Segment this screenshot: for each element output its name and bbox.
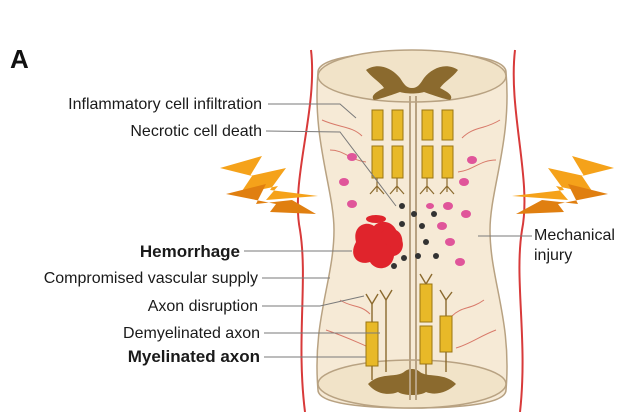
axon-segment xyxy=(421,109,434,141)
label-myelinated-axon: Myelinated axon xyxy=(128,347,260,366)
outer-vessel-right xyxy=(512,49,526,412)
label-mechanical-injury-line2: injury xyxy=(534,247,572,264)
myelinated-axon-segment xyxy=(365,321,379,367)
hemorrhage xyxy=(353,215,403,269)
leader-lines xyxy=(244,103,532,358)
lower-axon-lines xyxy=(365,273,453,380)
top-grey-matter xyxy=(366,66,458,100)
outer-vessel-left xyxy=(296,49,314,412)
lightning-bolt-right-icon xyxy=(512,156,614,214)
bottom-grey-matter xyxy=(368,369,456,395)
upper-axons xyxy=(371,109,454,179)
lightning-bolt-left-icon xyxy=(220,156,318,214)
top-cross-section xyxy=(317,49,507,103)
label-axon-disruption: Axon disruption xyxy=(148,298,258,315)
necrotic-cells xyxy=(391,203,439,269)
axon-segment xyxy=(371,109,384,141)
axon-segment xyxy=(419,325,433,365)
interior-vessels xyxy=(321,119,501,349)
panel-letter: A xyxy=(10,44,29,74)
label-inflammatory-cell-infiltration: Inflammatory cell infiltration xyxy=(68,96,262,113)
axon-disruption-tips xyxy=(365,289,393,305)
axon-segment xyxy=(391,145,404,179)
label-demyelinated-axon: Demyelinated axon xyxy=(123,325,260,342)
axon-segment xyxy=(439,315,453,353)
axon-segment xyxy=(391,109,404,141)
inflammatory-cells xyxy=(339,153,477,266)
axon-segment xyxy=(441,109,454,141)
spinal-cord-tissue xyxy=(316,51,508,409)
label-hemorrhage: Hemorrhage xyxy=(140,242,240,261)
axon-segment xyxy=(421,145,434,179)
axon-segment xyxy=(419,283,433,323)
axon-segment xyxy=(371,145,384,179)
label-necrotic-cell-death: Necrotic cell death xyxy=(130,123,262,140)
label-compromised-vascular-supply: Compromised vascular supply xyxy=(44,270,258,287)
label-mechanical-injury-line1: Mechanical xyxy=(534,227,615,244)
axon-segment xyxy=(441,145,454,179)
